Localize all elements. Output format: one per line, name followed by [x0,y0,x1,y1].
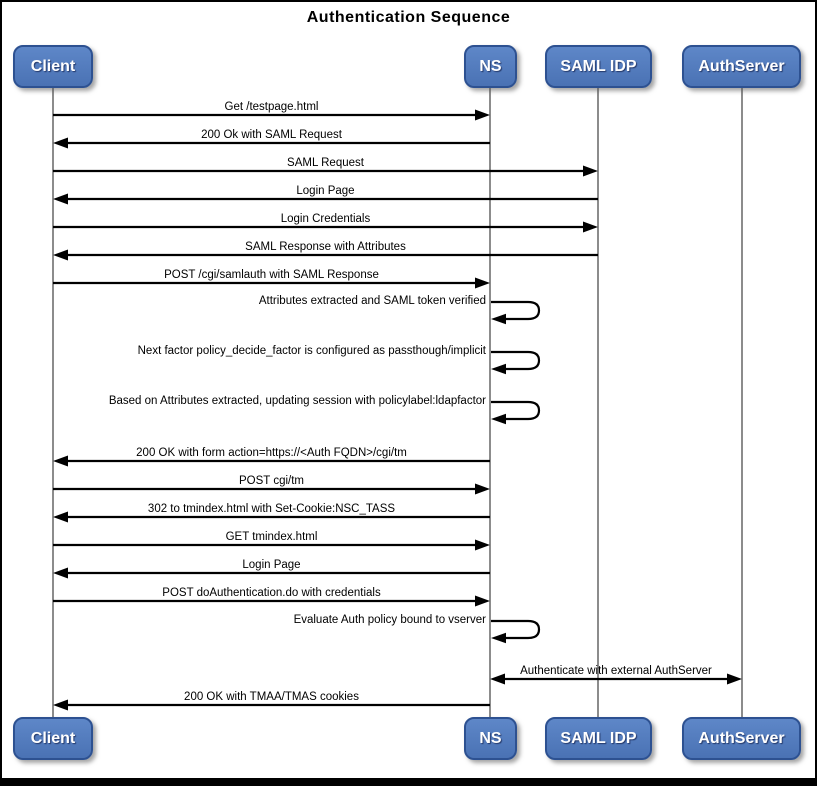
arrowhead-to-ns [475,277,490,289]
arrowhead-to-ns [475,539,490,551]
arrowhead-to-client [53,455,68,467]
actor-box-samlidp-bottom: SAML IDP [545,717,652,760]
self-message-loop [491,400,541,421]
arrowhead-to-authserver [727,673,742,685]
arrowhead-to-ns [475,109,490,121]
message-label: Get /testpage.html [225,101,319,113]
message-label: Login Page [242,559,300,571]
self-arrowhead [491,363,506,375]
diagram-title: Authentication Sequence [306,9,511,26]
message-label: 200 OK with TMAA/TMAS cookies [184,691,359,703]
arrowhead-to-ns [475,595,490,607]
self-arrowhead [491,313,506,325]
arrowhead-to-ns [490,673,505,685]
actor-box-client-top: Client [13,45,93,88]
self-message-label: Attributes extracted and SAML token veri… [259,295,486,307]
message-label: Authenticate with external AuthServer [520,665,712,677]
message-label: 302 to tmindex.html with Set-Cookie:NSC_… [148,503,395,515]
arrowhead-to-client [53,137,68,149]
arrowhead-to-client [53,567,68,579]
actor-box-authserver-top: AuthServer [682,45,801,88]
actor-box-authserver-bottom: AuthServer [682,717,801,760]
actor-box-ns-top: NS [464,45,517,88]
self-arrowhead [491,632,506,644]
arrowhead-to-ns [475,483,490,495]
message-label: Login Page [296,185,354,197]
message-label: GET tmindex.html [226,531,318,543]
self-message-label: Evaluate Auth policy bound to vserver [294,614,487,626]
message-label: Login Credentials [281,213,371,225]
arrowhead-to-client [53,193,68,205]
self-message-loop [491,300,541,321]
self-message-label: Next factor policy_decide_factor is conf… [138,345,487,357]
actor-box-ns-bottom: NS [464,717,517,760]
message-label: POST /cgi/samlauth with SAML Response [164,269,379,281]
arrowhead-to-client [53,249,68,261]
self-arrowhead [491,413,506,425]
message-label: POST cgi/tm [239,475,304,487]
self-message-loop [491,619,541,640]
message-label: POST doAuthentication.do with credential… [162,587,381,599]
message-label: SAML Request [287,157,365,169]
arrowhead-to-samlidp [583,221,598,233]
message-label: SAML Response with Attributes [245,241,406,253]
message-label: 200 Ok with SAML Request [201,129,343,141]
actor-box-samlidp-top: SAML IDP [545,45,652,88]
arrowhead-to-samlidp [583,165,598,177]
self-message-loop [491,350,541,371]
arrowhead-to-client [53,511,68,523]
actor-box-client-bottom: Client [13,717,93,760]
arrowhead-to-client [53,699,68,711]
self-message-label: Based on Attributes extracted, updating … [109,395,486,407]
message-label: 200 OK with form action=https://<Auth FQ… [136,447,407,459]
